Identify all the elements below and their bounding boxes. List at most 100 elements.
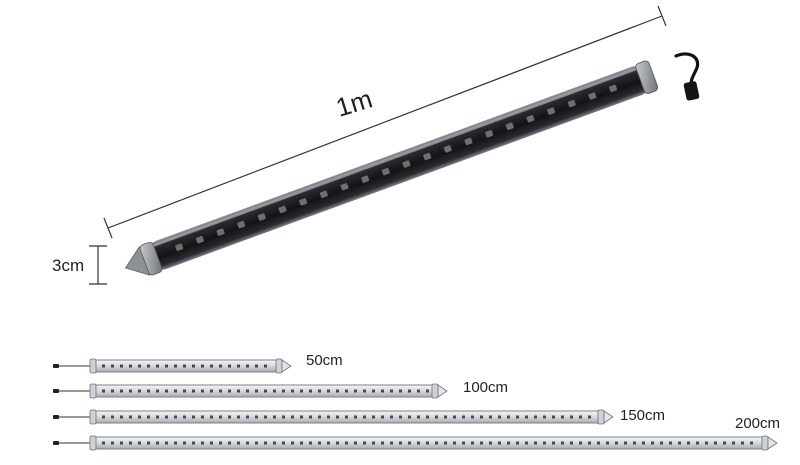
led-dot	[423, 152, 432, 161]
variant-led-dot	[300, 389, 303, 393]
length-dimension	[103, 5, 667, 239]
variant-cap-right	[761, 435, 769, 451]
variant-led-dot	[552, 441, 555, 445]
variant-led-dot	[561, 441, 564, 445]
main-tube-cone-tip	[124, 246, 151, 276]
variant-led-dot	[309, 389, 312, 393]
variant-led-dot	[255, 364, 258, 368]
variant-led-dot	[183, 364, 186, 368]
variant-led-dot	[570, 415, 573, 419]
variant-led-dot	[237, 415, 240, 419]
variant-led-dot	[705, 441, 708, 445]
variant-led-dot	[336, 389, 339, 393]
variant-led-dot	[255, 389, 258, 393]
variant-led-dot	[102, 415, 105, 419]
variant-led-dot	[183, 415, 186, 419]
variant-led-dot	[219, 415, 222, 419]
variant-led-dot	[210, 441, 213, 445]
led-dot	[319, 190, 328, 199]
variant-led-dot	[714, 441, 717, 445]
variant-led-dot	[156, 389, 159, 393]
variant-led-dot	[543, 441, 546, 445]
variant-led-dot	[147, 415, 150, 419]
variant-led-dot	[300, 441, 303, 445]
variant-led-dot	[300, 415, 303, 419]
variant-led-dot	[111, 441, 114, 445]
variant-led-dot	[408, 441, 411, 445]
led-dot	[402, 160, 411, 168]
variant-led-dot	[588, 441, 591, 445]
variant-led-dot	[201, 441, 204, 445]
variant-led-dot	[174, 415, 177, 419]
variant-led-dot	[408, 415, 411, 419]
variant-led-dot	[291, 389, 294, 393]
variant-led-dot	[147, 389, 150, 393]
led-dot	[547, 107, 556, 115]
variant-led-dot	[561, 415, 564, 419]
variant-cone-tip	[437, 384, 448, 398]
variant-led-dot	[156, 364, 159, 368]
variant-led-dot	[120, 389, 123, 393]
length-dimension-tick-right	[657, 5, 667, 27]
variant-cone-tip	[281, 359, 292, 373]
variant-led-dot	[534, 441, 537, 445]
variant-led-dot	[453, 415, 456, 419]
variant-led-dot	[219, 389, 222, 393]
variant-led-dot	[543, 415, 546, 419]
variant-led-dot	[156, 415, 159, 419]
variant-led-dot	[372, 389, 375, 393]
variant-led-dot	[138, 441, 141, 445]
variant-led-dot	[228, 389, 231, 393]
led-dot	[505, 122, 514, 131]
variant-led-dot	[138, 364, 141, 368]
led-dot	[485, 130, 494, 138]
length-dimension-line	[107, 15, 663, 229]
variant-led-dot	[534, 415, 537, 419]
main-tube-led-row	[175, 84, 618, 251]
variant-led-dot	[381, 441, 384, 445]
variant-led-dot	[444, 441, 447, 445]
variant-led-dot	[201, 415, 204, 419]
led-dot	[299, 198, 308, 206]
variant-cap-left	[89, 435, 97, 451]
variant-led-dot	[498, 441, 501, 445]
variant-led-dot	[345, 441, 348, 445]
diameter-label: 3cm	[52, 256, 85, 275]
variant-led-dot	[399, 389, 402, 393]
variant-cap-left	[89, 409, 97, 425]
variant-label-150cm: 150cm	[620, 407, 666, 424]
variant-led-dot	[588, 415, 591, 419]
variant-led-dot	[111, 389, 114, 393]
variant-led-dot	[246, 441, 249, 445]
variant-led-dot	[201, 364, 204, 368]
variant-led-dot	[381, 389, 384, 393]
variant-led-dot	[246, 415, 249, 419]
cable-wire	[674, 52, 700, 88]
variant-led-dot	[354, 441, 357, 445]
variant-led-dot	[480, 415, 483, 419]
cable-connector	[683, 81, 700, 101]
variant-led-dot	[174, 441, 177, 445]
variant-led-dot	[507, 441, 510, 445]
variant-label-100cm: 100cm	[463, 379, 509, 396]
variant-led-dot	[147, 364, 150, 368]
variant-led-dot	[453, 441, 456, 445]
variant-led-dot	[102, 364, 105, 368]
main-tube-cap-right	[635, 60, 659, 94]
variant-led-dot	[255, 441, 258, 445]
variant-led-dot	[750, 441, 753, 445]
variant-led-dot	[201, 389, 204, 393]
variant-label-200cm: 200cm	[735, 415, 781, 432]
led-dot	[278, 205, 287, 214]
variant-led-dot	[120, 441, 123, 445]
variant-led-dot	[210, 389, 213, 393]
variant-led-dot	[291, 415, 294, 419]
led-dot	[588, 92, 597, 100]
diameter-dimension	[89, 245, 107, 285]
variant-led-dot	[363, 389, 366, 393]
variant-led-dot	[273, 389, 276, 393]
variant-led-dot	[192, 415, 195, 419]
variant-led-dot	[354, 389, 357, 393]
variant-tube-3	[53, 409, 614, 425]
variant-led-dot	[129, 415, 132, 419]
